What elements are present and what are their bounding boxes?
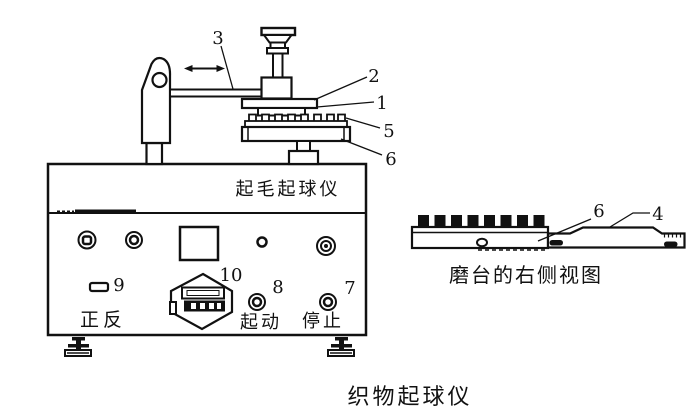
motion-arrow-icon [184,65,225,72]
side-bracket [546,226,686,249]
part-label-3: 3 [212,28,223,49]
part-label-4: 4 [652,204,663,225]
machine-nameplate: 起毛起球仪 [236,179,341,199]
leader-4 [609,212,650,228]
counter-digit [200,303,205,309]
figure-caption: 织物起球仪 [347,384,472,409]
leader-2 [313,76,368,101]
panel-window [178,225,220,262]
part-label-1: 1 [376,93,387,114]
side-abrasive-bar [410,215,550,251]
column-post [145,141,164,166]
reverse-switch [88,281,110,293]
leader-6-side [537,218,592,242]
panel-knob-left [77,230,97,250]
support-column [140,56,172,166]
panel-knob-left-2 [125,231,143,249]
brush-row [244,113,348,128]
spindle-shaft [272,52,284,79]
column-pivot-hole [151,71,168,89]
counter-reset-lever [169,301,177,315]
spindle-taper [262,34,294,44]
part-label-6: 6 [385,149,396,170]
start-button-number: 8 [272,277,283,298]
spindle-top-cap [260,26,297,37]
traverse-arm-assembly [169,65,265,98]
bracket-slot-right [664,241,678,247]
leader-3 [220,45,234,90]
panel-indicator-lamp [256,236,268,248]
counter-digit [191,303,196,309]
side-bar-teeth [418,215,545,227]
bracket-slot-left [549,240,563,246]
start-button [248,293,266,311]
leader-5 [345,117,381,129]
counter-upper-window-inner [186,290,220,296]
front-view-part-labels: 3 2 1 5 6 [212,28,396,170]
traverse-arm [169,88,265,98]
column-body [140,56,172,145]
spindle-head-block [260,76,293,100]
cycle-counter [169,272,234,331]
side-bar-hole [476,237,488,248]
panel-knob-right [316,236,336,256]
spindle-assembly [260,26,297,100]
stop-button-number: 7 [344,278,355,299]
counter-number: 10 [220,265,243,286]
leader-6 [340,138,383,156]
specimen-clamp-plate [240,97,319,110]
start-button-label: 起动 [240,312,282,332]
counter-digit [209,303,214,309]
counter-upper-window [181,286,225,300]
table-stem [296,140,311,152]
abrasive-table [240,125,352,143]
part-label-6-side: 6 [593,201,604,222]
stop-button [319,293,337,311]
stop-button-label: 停止 [302,311,344,331]
part-label-5: 5 [383,121,394,142]
leader-1 [316,101,375,108]
reverse-switch-label: 正反 [80,309,126,331]
side-view-caption: 磨台的右侧视图 [449,264,603,287]
side-view: 6 4 磨台的右侧视图 [410,201,686,287]
right-foot [327,337,355,357]
specimen-and-table-stack [240,97,352,166]
table-base [287,149,320,166]
left-foot [64,337,92,357]
part-label-2: 2 [368,66,379,87]
reverse-switch-number: 9 [113,275,124,296]
control-panel: 9 正反 10 8 起动 7 停止 [77,225,356,332]
counter-digit [217,303,221,309]
